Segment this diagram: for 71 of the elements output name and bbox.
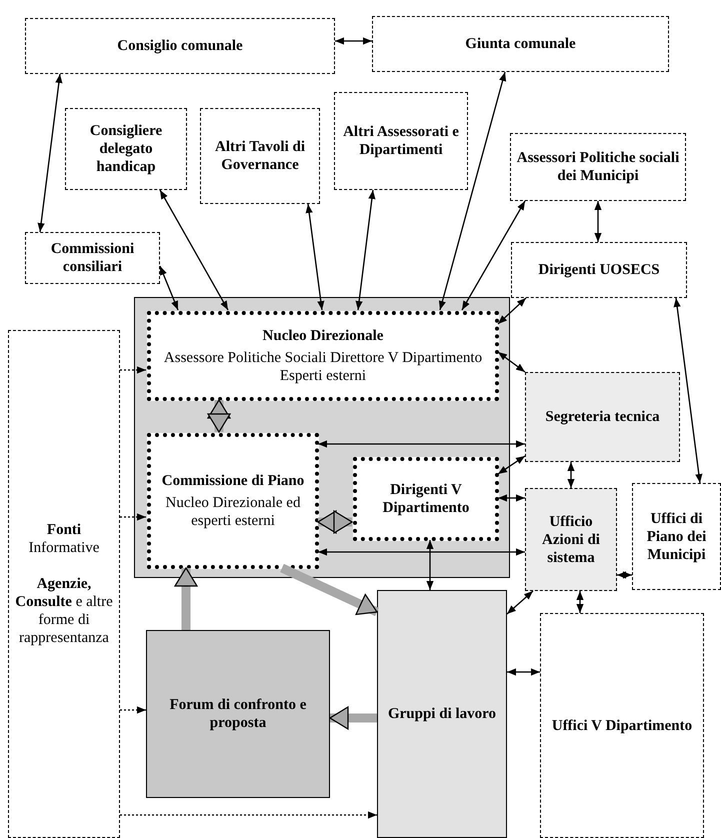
box-title: Forum di confronto e proposta [168, 696, 308, 732]
group-panel [134, 297, 510, 578]
org-box [147, 433, 319, 569]
org-box [372, 16, 669, 72]
box-text: Assessore Politiche Sociali Direttore V Dipartimento Esperti esterni [162, 349, 484, 385]
double-arrow [506, 590, 534, 614]
double-arrow [159, 190, 229, 310]
box-title: Dirigenti UOSECS [538, 261, 660, 279]
double-arrow [498, 494, 525, 502]
org-box [147, 311, 499, 401]
box-title: Nucleo Direzionale [262, 327, 384, 345]
double-arrow [498, 298, 526, 324]
box-text: Agenzie, Consulte e altre forme di rappresentanza [14, 575, 114, 647]
box-text: Fonti Informative [28, 521, 100, 557]
org-box [525, 372, 680, 462]
box-title: Consigliere delegato handicap [88, 122, 164, 176]
box-text: Nucleo Direzionale ed esperti esterni [164, 494, 302, 530]
box-title: Commissioni consiliari [50, 240, 136, 276]
dashed-arrow [120, 706, 146, 714]
org-box [8, 330, 120, 838]
box-title: Altri Tavoli di Governance [214, 138, 306, 174]
box-title: Segreteria tecnica [545, 408, 660, 426]
box-title: Commissione di Piano [162, 472, 304, 490]
org-box [511, 242, 687, 298]
box-title: Consiglio comunale [117, 37, 243, 55]
double-arrow [617, 571, 632, 579]
double-arrow [674, 298, 702, 484]
org-box [146, 630, 330, 798]
block-double-arrow [207, 399, 231, 433]
double-arrow [576, 591, 584, 613]
org-box [510, 133, 686, 201]
double-arrow [498, 455, 526, 475]
org-box [200, 108, 320, 204]
box-title: Assessori Politiche sociali dei Municipi [516, 149, 680, 185]
double-arrow [438, 72, 506, 310]
org-box [25, 18, 335, 74]
dashed-arrow [120, 366, 146, 374]
org-box [632, 483, 721, 590]
box-title: Uffici di Piano dei Municipi [646, 510, 708, 564]
double-arrow [461, 200, 526, 310]
block-arrow [329, 706, 377, 730]
double-arrow [356, 190, 376, 310]
org-box [377, 590, 507, 838]
org-box [334, 92, 468, 190]
org-box [525, 488, 617, 591]
double-arrow [567, 462, 575, 488]
box-title: Altri Assessorati e Dipartimenti [342, 123, 460, 159]
dashed-arrow [120, 513, 146, 521]
org-box [65, 108, 187, 190]
double-arrow [426, 540, 434, 590]
block-arrow [174, 567, 198, 630]
box-title: Gruppi di lavoro [388, 705, 496, 723]
double-arrow [38, 74, 62, 232]
double-arrow [159, 266, 179, 310]
box-title: Ufficio Azioni di sistema [541, 512, 601, 566]
double-arrow [507, 668, 540, 676]
box-title: Giunta comunale [465, 35, 576, 53]
double-arrow [498, 351, 526, 373]
org-box [25, 232, 160, 284]
double-arrow [306, 204, 324, 310]
org-box [540, 613, 704, 838]
dashed-arrow [120, 811, 377, 819]
box-title: Dirigenti V Dipartimento [382, 481, 470, 517]
double-arrow [318, 548, 525, 556]
block-arrow [280, 564, 379, 616]
block-double-arrow [317, 510, 353, 534]
box-title: Uffici V Dipartimento [552, 716, 692, 734]
double-arrow [318, 440, 525, 448]
double-arrow [335, 37, 372, 45]
double-arrow [594, 201, 602, 242]
org-box [353, 457, 499, 541]
